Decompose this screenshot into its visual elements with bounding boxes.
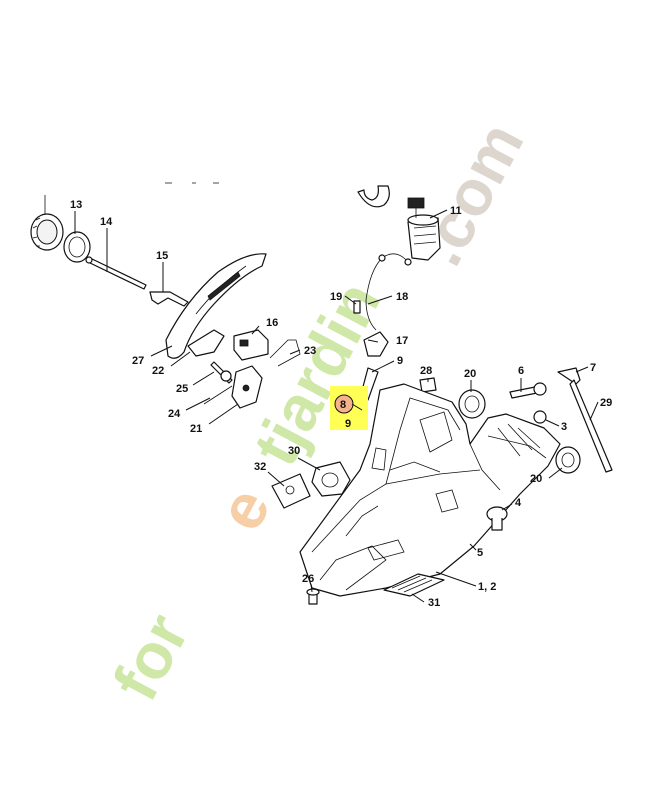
parts-20-rings (458, 389, 581, 474)
label-32: 32 (254, 461, 266, 473)
parts-21-24-25 (203, 361, 263, 409)
highlight-part-8[interactable] (330, 386, 368, 430)
label-1-2: 1, 2 (478, 581, 496, 593)
label-4: 4 (515, 497, 522, 509)
part-11-filter (407, 197, 441, 261)
part-14-pin (85, 256, 147, 290)
label-15: 15 (156, 250, 168, 262)
label-11: 11 (450, 205, 462, 217)
label-20-upper: 20 (464, 368, 476, 380)
main-housing (299, 383, 561, 597)
label-7: 7 (590, 362, 596, 374)
label-13: 13 (70, 199, 82, 211)
label-26: 26 (302, 573, 314, 585)
label-30: 30 (288, 445, 300, 457)
label-21: 21 (190, 423, 202, 435)
part-27-front-handle (165, 253, 267, 359)
label-20-lower: 20 (530, 473, 542, 485)
part-23-wire (269, 339, 301, 367)
label-18: 18 (396, 291, 408, 303)
label-31: 31 (428, 597, 440, 609)
label-28: 28 (420, 365, 432, 377)
label-5: 5 (477, 547, 483, 559)
label-9-upper: 9 (397, 355, 403, 367)
label-9-lower: 9 (345, 418, 351, 430)
part-13-cap-assembly (30, 213, 91, 263)
part-31-plate (383, 573, 445, 597)
label-23: 23 (304, 345, 316, 357)
label-24: 24 (168, 408, 181, 420)
label-29: 29 (600, 397, 612, 409)
label-25: 25 (176, 383, 188, 395)
label-3: 3 (561, 421, 567, 433)
leader-lines (74, 209, 599, 603)
label-19: 19 (330, 291, 342, 303)
part-4-knob (486, 506, 508, 531)
label-6: 6 (518, 365, 524, 377)
top-fragments (44, 182, 390, 215)
part-16-switch (233, 329, 269, 361)
label-27: 27 (132, 355, 144, 367)
label-14: 14 (100, 216, 113, 228)
parts-30-32-gaskets (271, 461, 351, 509)
watermark-text-for: for (99, 602, 203, 711)
part-number-labels: 13 14 15 27 22 16 23 25 24 21 19 18 17 9… (70, 199, 612, 609)
label-8[interactable]: 8 (340, 399, 346, 411)
part-15-clip (149, 291, 189, 307)
part-26-screw (306, 588, 320, 605)
label-22: 22 (152, 365, 164, 377)
label-17: 17 (396, 335, 408, 347)
label-16: 16 (266, 317, 278, 329)
highlight-circle (334, 394, 354, 414)
parts-6-7-28-29 (419, 367, 613, 473)
